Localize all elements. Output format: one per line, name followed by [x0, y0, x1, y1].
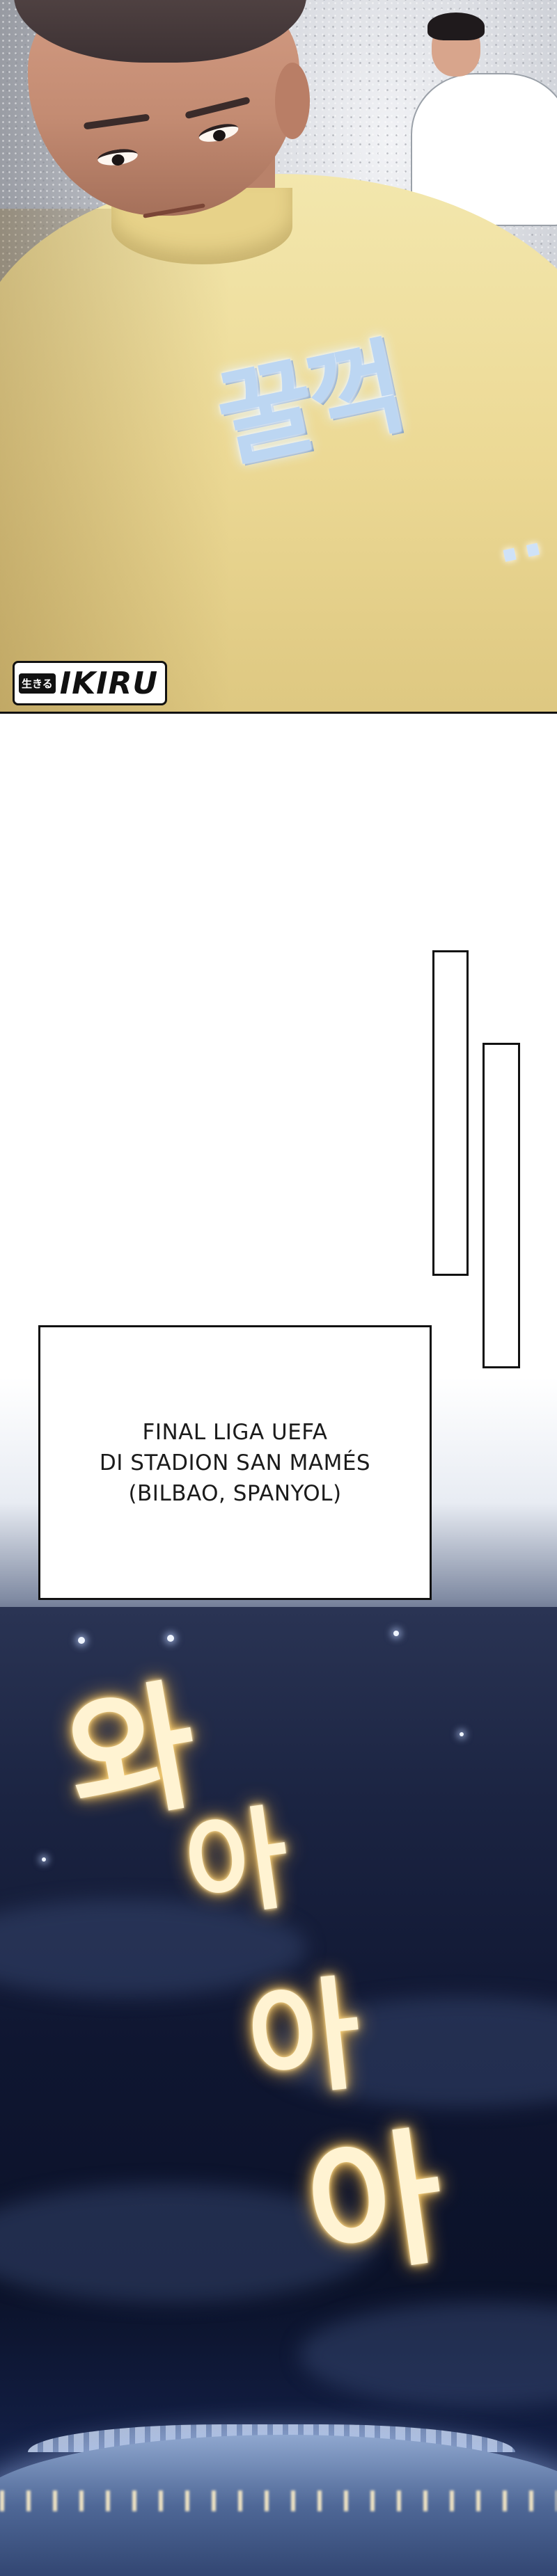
watermark-prefix: 生きる — [19, 673, 56, 694]
empty-panel-frame-right — [483, 1043, 520, 1368]
shirt-shadow — [0, 209, 230, 712]
panel-night-stadium: 와 아 아 아 — [0, 1607, 557, 2576]
background-character-hair — [427, 13, 485, 40]
sparkle-star — [167, 1635, 174, 1642]
sparkle-star — [78, 1637, 85, 1644]
caption-line-1: FINAL LIGA UEFA — [142, 1419, 328, 1445]
night-cloud — [299, 2303, 557, 2407]
narration-caption-box: FINAL LIGA UEFA DI STADION SAN MAMÉS (BI… — [38, 1325, 432, 1600]
watermark-brand: IKIRU — [59, 665, 159, 701]
sparkle-star — [42, 1857, 46, 1862]
night-cloud — [0, 2184, 376, 2303]
caption-line-2: DI STADION SAN MAMÉS — [99, 1450, 371, 1475]
caption-line-3: (BILBAO, SPANYOL) — [128, 1480, 342, 1506]
watermark-logo: 生きる IKIRU — [13, 661, 168, 705]
yellow-shirt — [0, 174, 557, 712]
sparkle-star — [460, 1732, 464, 1736]
panel-man-swallowing: 꿀꺽 .. 生きる IKIRU — [0, 0, 557, 714]
sfx-crowd-cheer-4: 아 — [297, 2111, 454, 2300]
stadium-lights — [0, 2490, 557, 2511]
sparkle-star — [393, 1631, 399, 1636]
character-ear — [275, 63, 310, 139]
empty-panel-frame-left — [432, 950, 469, 1276]
background-character — [411, 7, 557, 226]
sfx-crowd-cheer-2: 아 — [177, 1792, 297, 1936]
night-cloud — [0, 1899, 306, 1997]
